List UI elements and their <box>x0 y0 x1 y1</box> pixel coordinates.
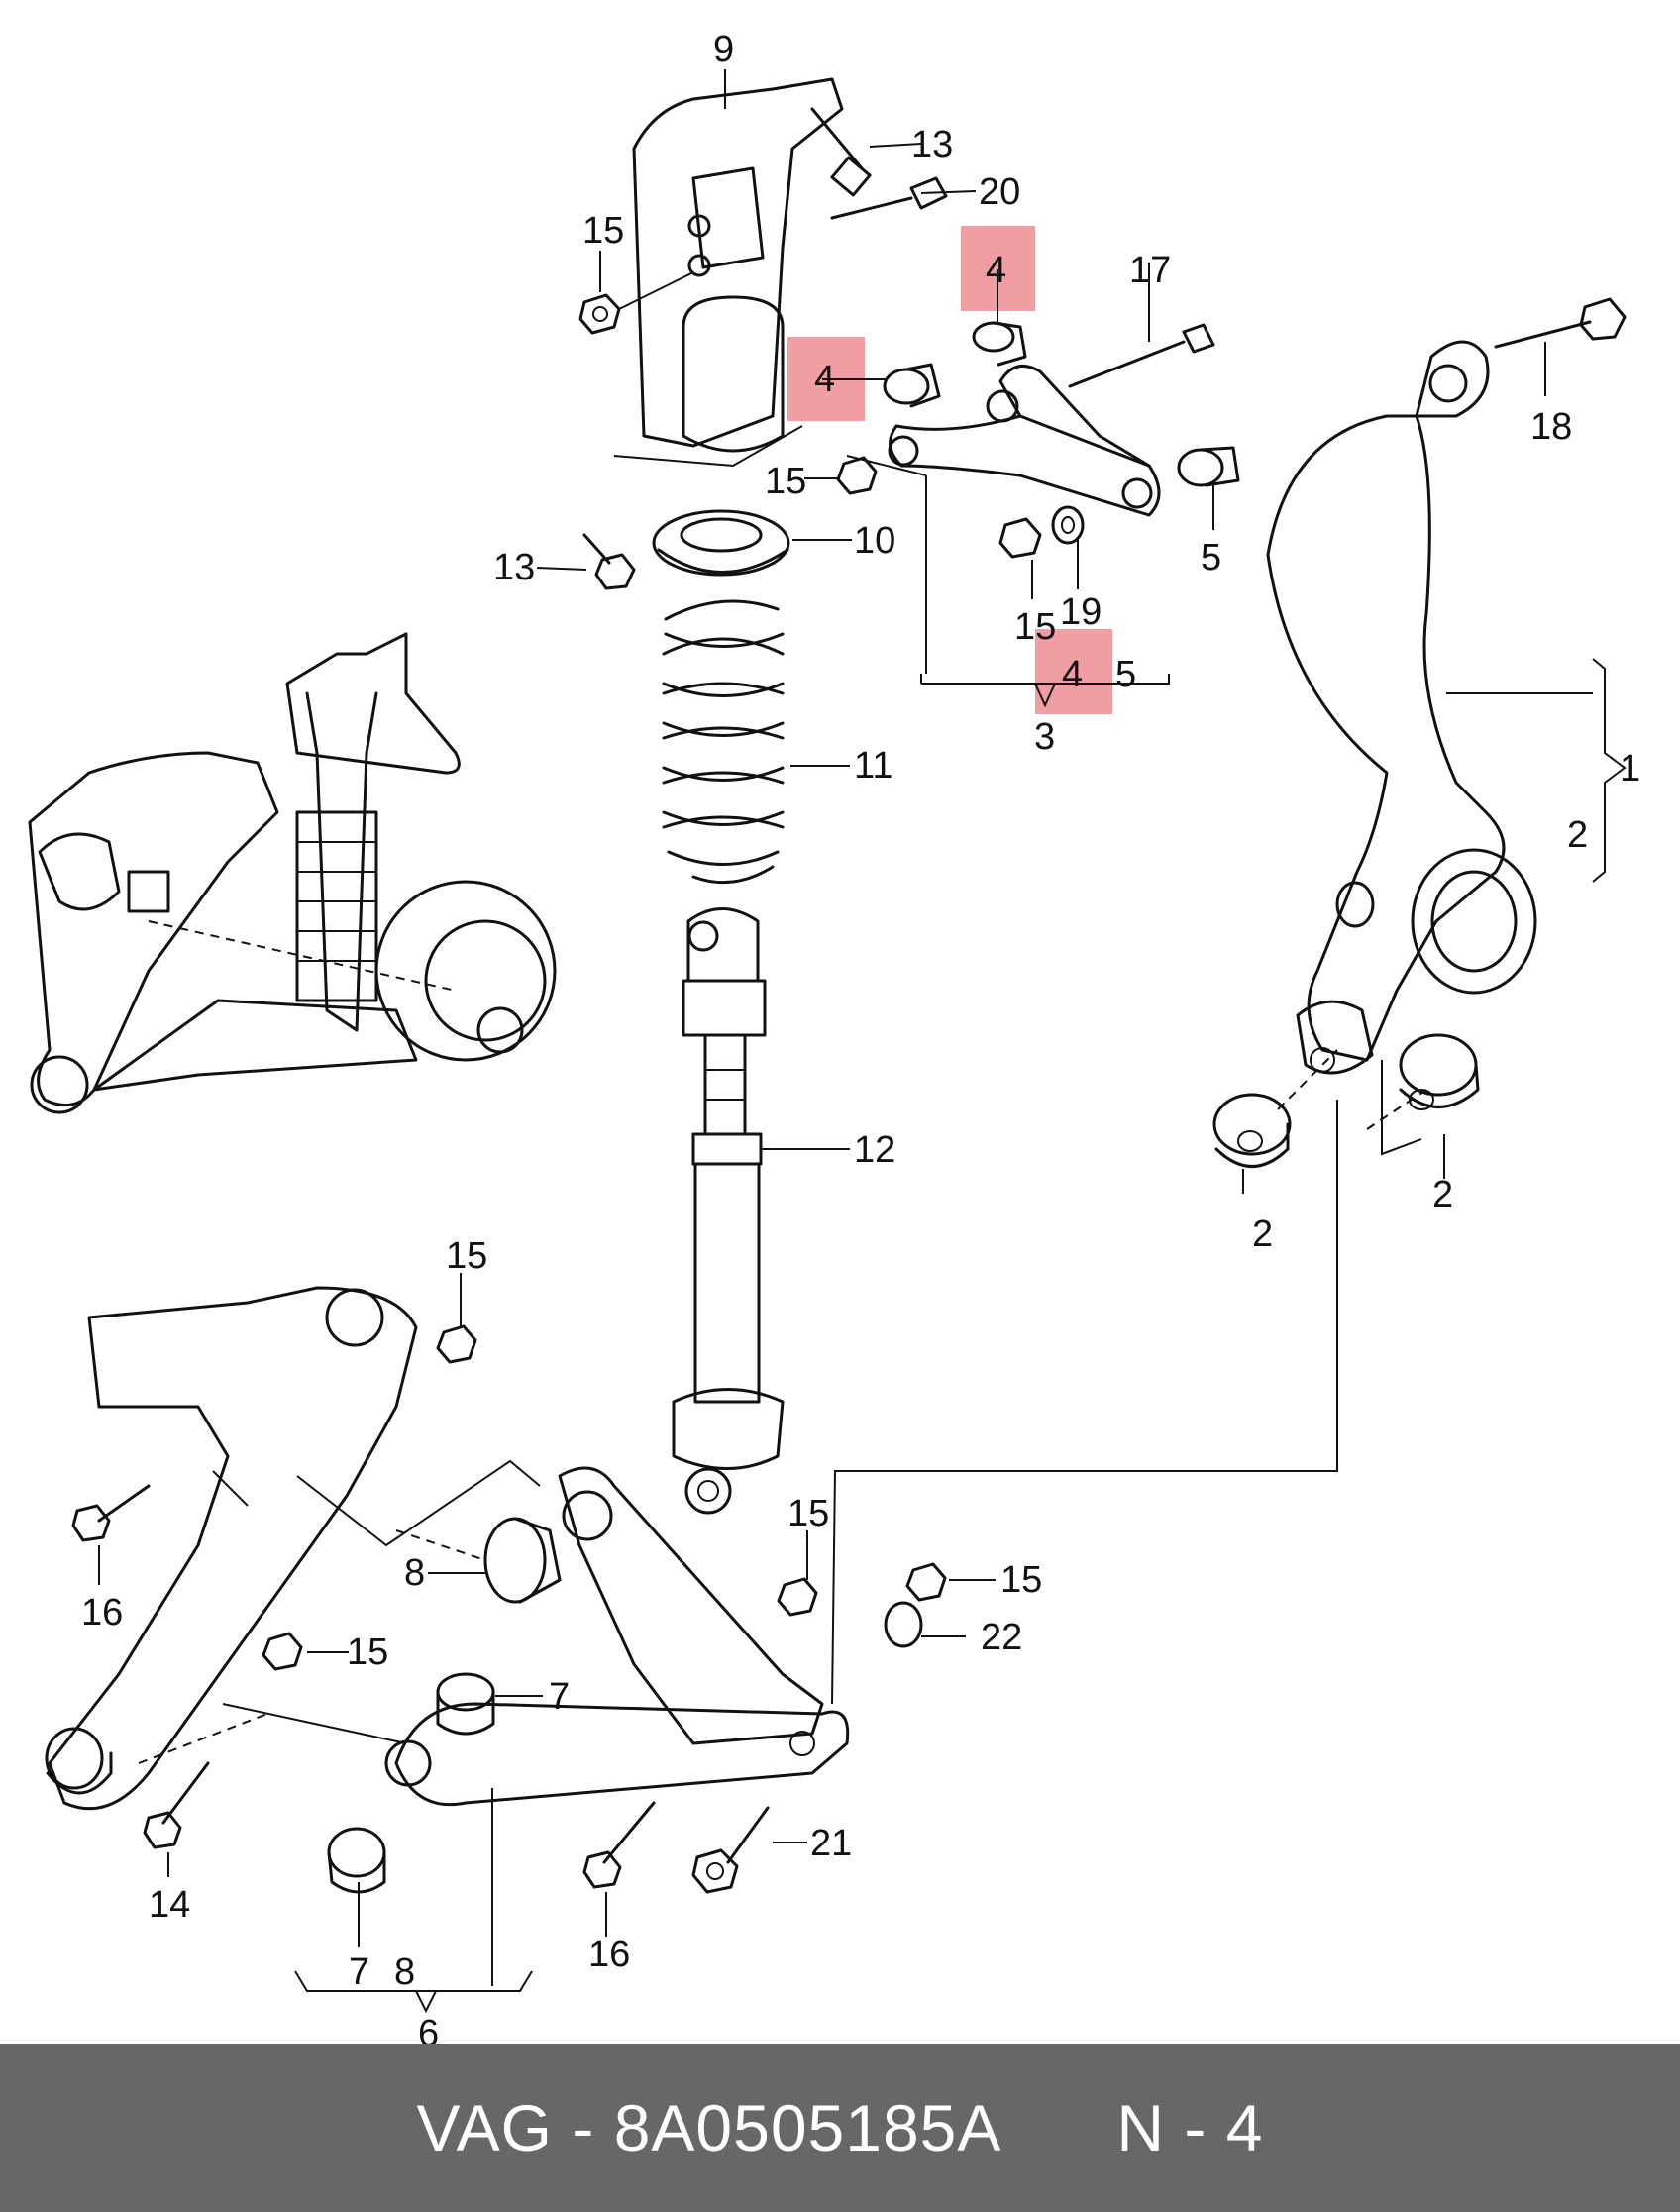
label-7-upper: 7 <box>549 1676 570 1718</box>
bolt-part-17 <box>1068 323 1215 388</box>
shock-absorber-part-12 <box>672 907 785 1515</box>
brand-label: VAG <box>416 2091 554 2164</box>
nut-part-15-subframe-top <box>436 1324 477 1364</box>
label-15-upper-arm: 15 <box>765 461 806 502</box>
label-7-lower: 7 <box>349 1951 369 1993</box>
label-17: 17 <box>1129 250 1171 291</box>
label-15-right: 15 <box>1000 1559 1042 1601</box>
label-8-bush: 8 <box>404 1552 425 1594</box>
assembly-overview-illustration <box>28 632 557 1114</box>
bolt-part-13-lower <box>582 533 636 590</box>
assembly-dashed-line <box>138 1049 1427 1764</box>
nut-part-15-upper-arm-left <box>836 456 878 495</box>
nut-part-15-subframe-mid <box>262 1632 303 1671</box>
position-note: N - 4 <box>1116 2091 1264 2164</box>
strut-mount-part-9 <box>613 77 844 468</box>
label-14: 14 <box>149 1884 190 1926</box>
bolt-part-14 <box>143 1761 210 1849</box>
leader-lines <box>98 69 1627 2014</box>
bolt-part-21 <box>691 1806 770 1894</box>
label-8-bracket: 8 <box>394 1951 415 1993</box>
wheel-bearing-housing-part-1 <box>1266 340 1537 1075</box>
subframe-illustration <box>45 1286 418 1811</box>
part-number: 8A0505185A <box>613 2091 1002 2164</box>
part-number-footer: VAG - 8A0505185A N - 4 <box>0 2044 1680 2212</box>
bush-part-4-upper <box>972 321 1027 367</box>
spring-seat-part-10 <box>652 509 790 577</box>
bolt-part-16-left <box>71 1484 151 1542</box>
label-13-top: 13 <box>911 124 953 165</box>
bush-part-5 <box>1177 446 1240 487</box>
label-15-subframe-mid: 15 <box>347 1632 388 1673</box>
label-15-upper-arm-bottom: 15 <box>1014 606 1056 648</box>
label-21: 21 <box>810 1823 852 1864</box>
bolt-part-20 <box>830 176 948 220</box>
label-2-left: 2 <box>1252 1213 1273 1255</box>
nut-part-15-wishbone <box>777 1577 818 1617</box>
washer-part-19 <box>1051 505 1085 545</box>
label-4-left: 4 <box>814 359 835 400</box>
bush-part-2-right <box>1399 1033 1480 1110</box>
label-3: 3 <box>1034 716 1055 758</box>
label-20: 20 <box>979 171 1020 213</box>
label-11: 11 <box>854 745 892 787</box>
coil-spring-part-11 <box>662 599 785 885</box>
bush-part-7-lower <box>327 1827 386 1894</box>
lower-wishbone-part-6 <box>384 1466 850 1807</box>
bolt-part-18 <box>1494 297 1627 349</box>
label-15-top-left: 15 <box>582 210 624 252</box>
separator: - <box>572 2091 595 2164</box>
label-16-center: 16 <box>588 1934 630 1975</box>
label-4-bottom: 4 <box>1062 654 1083 695</box>
label-5-bottom: 5 <box>1115 654 1136 695</box>
nut-part-15-right <box>905 1562 947 1602</box>
label-2-bracket: 2 <box>1567 814 1588 856</box>
bush-part-2-left <box>1212 1093 1292 1168</box>
label-5-right: 5 <box>1201 537 1221 579</box>
label-4-top: 4 <box>986 250 1006 291</box>
label-12: 12 <box>854 1129 895 1171</box>
connector-lines <box>212 1060 1422 1744</box>
label-19: 19 <box>1060 591 1102 633</box>
bolt-part-16-center <box>582 1801 656 1889</box>
bolt-part-13-top <box>810 107 872 197</box>
label-16-left: 16 <box>81 1592 123 1633</box>
label-15-wishbone: 15 <box>788 1493 829 1534</box>
nut-part-15-upper-arm-bottom <box>998 517 1042 559</box>
bush-part-8 <box>483 1517 562 1604</box>
label-13-lower: 13 <box>493 547 535 588</box>
label-2-right: 2 <box>1432 1174 1453 1215</box>
label-18: 18 <box>1530 406 1572 448</box>
upper-control-arm-part-3 <box>888 364 1161 517</box>
label-1: 1 <box>1620 748 1640 790</box>
label-10: 10 <box>854 520 895 562</box>
bush-part-4-lower <box>883 363 941 408</box>
label-6: 6 <box>418 2013 439 2044</box>
label-15-subframe-top: 15 <box>446 1235 487 1277</box>
washer-part-22 <box>884 1601 923 1648</box>
nut-part-15-top-left <box>578 271 694 335</box>
label-9: 9 <box>713 29 734 70</box>
suspension-exploded-diagram: 9 13 20 15 4 17 4 18 15 10 13 5 15 19 4 … <box>28 29 1640 2044</box>
label-22: 22 <box>981 1617 1022 1658</box>
bush-part-7-upper <box>436 1672 495 1736</box>
